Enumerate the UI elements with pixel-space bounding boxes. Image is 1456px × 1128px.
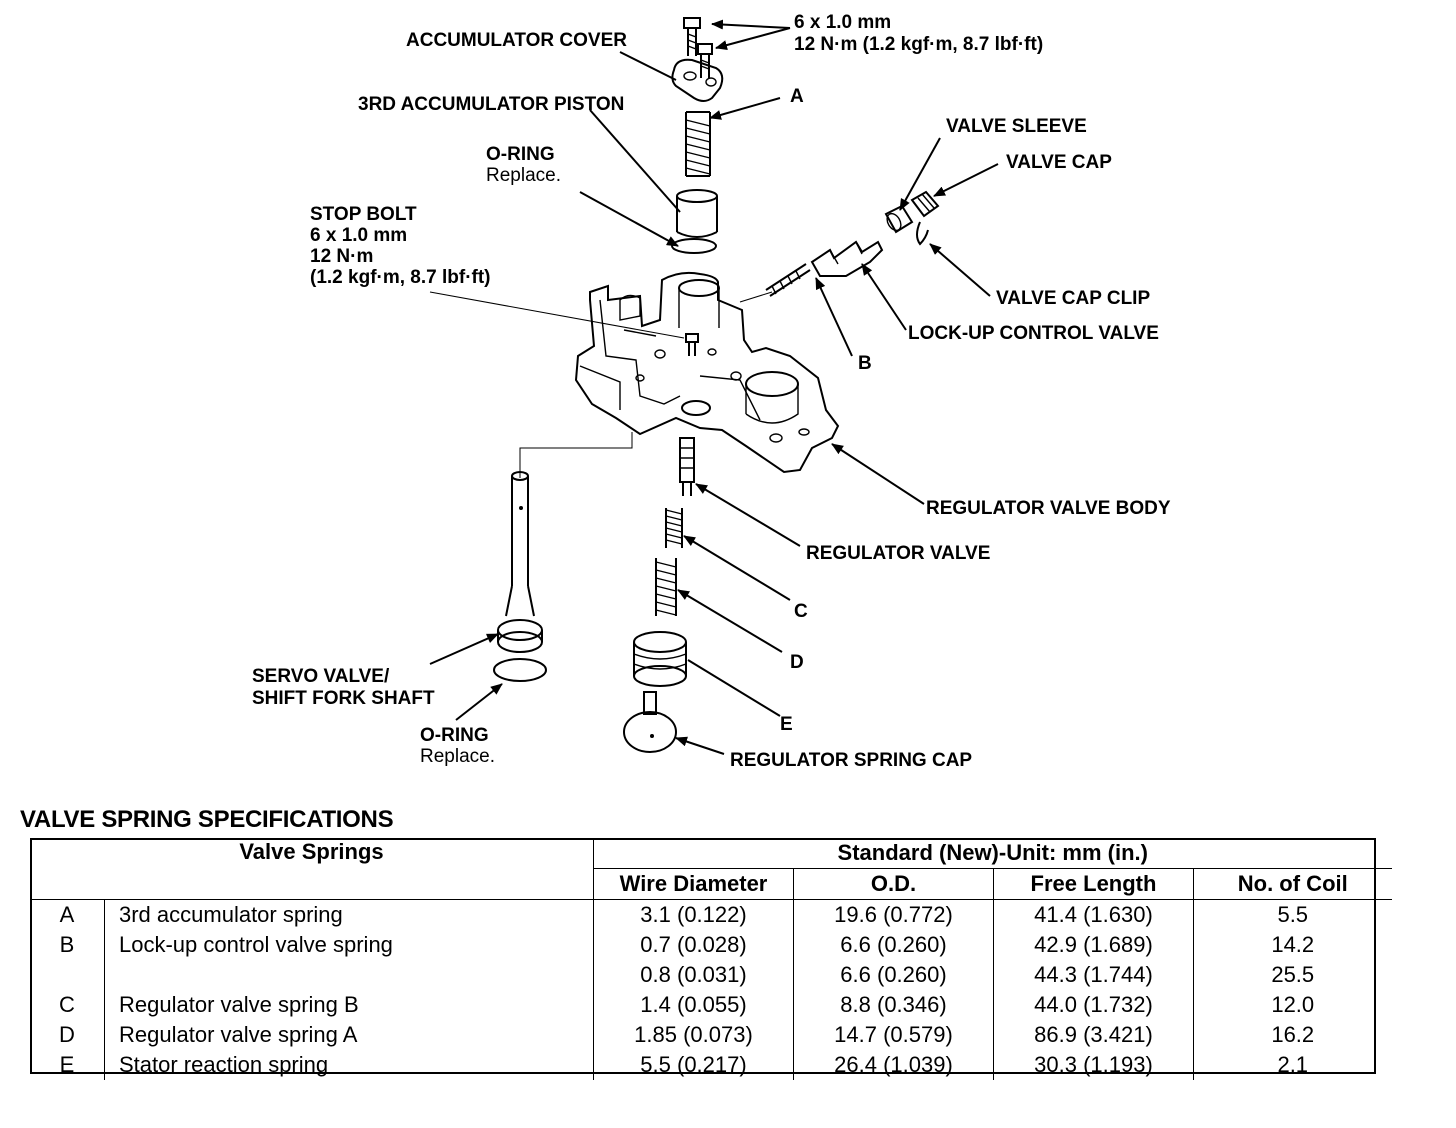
- table-row: 0.8 (0.031) 6.6 (0.260) 44.3 (1.744) 25.…: [30, 960, 1392, 990]
- row-od: 6.6 (0.260): [793, 930, 994, 960]
- spec-table-title: VALVE SPRING SPECIFICATIONS: [20, 806, 394, 833]
- row-coil: 12.0: [1271, 992, 1315, 1017]
- row-free: 42.9 (1.689): [993, 930, 1194, 960]
- header-wire-diameter: Wire Diameter: [593, 868, 794, 900]
- label-stop-bolt-torque-alt: (1.2 kgf·m, 8.7 lbf·ft): [310, 267, 491, 288]
- valve-cap-clip: [916, 221, 929, 246]
- row-name: Regulator valve spring B: [104, 990, 594, 1020]
- row-free: 41.4 (1.630): [993, 899, 1194, 930]
- bolt-spec-line1: 6 x 1.0 mm: [794, 12, 891, 33]
- label-stop-bolt-torque: 12 N·m: [310, 246, 373, 267]
- row-od: 8.8 (0.346): [793, 990, 994, 1020]
- header-od: O.D.: [793, 868, 994, 900]
- row-coil: 5.5: [1277, 902, 1309, 927]
- table-row: A 3rd accumulator spring 3.1 (0.122) 19.…: [30, 899, 1392, 930]
- row-od: 14.7 (0.579): [793, 1020, 994, 1050]
- row-wire: 1.85 (0.073): [593, 1020, 794, 1050]
- regulator-valve-body: [574, 271, 840, 474]
- label-valve-cap: VALVE CAP: [1006, 152, 1112, 173]
- row-coil: 14.2: [1271, 932, 1315, 957]
- third-accumulator-piston: [676, 189, 718, 238]
- cover-bolts: [683, 17, 713, 78]
- stop-bolt: [685, 333, 699, 356]
- regulator-valve: [679, 437, 695, 496]
- label-e: E: [780, 714, 793, 735]
- header-standard: Standard (New)-Unit: mm (in.): [593, 838, 1392, 869]
- row-coil: 16.2: [1271, 1022, 1315, 1047]
- label-3rd-accumulator-piston: 3RD ACCUMULATOR PISTON: [358, 94, 624, 115]
- spring-b: [765, 263, 811, 297]
- row-wire: 3.1 (0.122): [593, 899, 794, 930]
- valve-spring-spec-table: Valve Springs Standard (New)-Unit: mm (i…: [30, 838, 1392, 1080]
- spring-e: [633, 631, 687, 687]
- row-free: 44.0 (1.732): [993, 990, 1194, 1020]
- o-ring-bottom: [493, 658, 547, 682]
- row-od: 19.6 (0.772): [793, 899, 994, 930]
- label-regulator-valve: REGULATOR VALVE: [806, 543, 990, 564]
- row-wire: 1.4 (0.055): [593, 990, 794, 1020]
- row-name: Regulator valve spring A: [104, 1020, 594, 1050]
- row-coil: 2.1: [1277, 1052, 1309, 1077]
- label-valve-cap-clip: VALVE CAP CLIP: [996, 288, 1150, 309]
- table-row: C Regulator valve spring B 1.4 (0.055) 8…: [30, 990, 1392, 1020]
- label-servo-valve-line2: SHIFT FORK SHAFT: [252, 688, 435, 709]
- label-regulator-spring-cap: REGULATOR SPRING CAP: [730, 750, 972, 771]
- row-name: 3rd accumulator spring: [104, 899, 594, 930]
- exploded-parts-diagram: 6 x 1.0 mm 12 N·m (1.2 kgf·m, 8.7 lbf·ft…: [252, 12, 1171, 771]
- row-wire: 5.5 (0.217): [593, 1050, 794, 1080]
- label-stop-bolt-size: 6 x 1.0 mm: [310, 225, 407, 246]
- header-valve-springs: Valve Springs: [30, 838, 594, 900]
- leader-lines: [429, 19, 999, 755]
- table-row: D Regulator valve spring A 1.85 (0.073) …: [30, 1020, 1392, 1050]
- table-row: B Lock-up control valve spring 0.7 (0.02…: [30, 930, 1392, 960]
- bolt-spec-line2: 12 N·m (1.2 kgf·m, 8.7 lbf·ft): [794, 34, 1043, 55]
- row-name: [104, 960, 594, 990]
- row-free: 86.9 (3.421): [993, 1020, 1194, 1050]
- row-letter: B: [30, 930, 105, 960]
- header-free-length: Free Length: [993, 868, 1194, 900]
- header-no-of-coil: No. of Coil: [1193, 868, 1392, 900]
- label-accumulator-cover: ACCUMULATOR COVER: [406, 30, 627, 51]
- row-free: 44.3 (1.744): [993, 960, 1194, 990]
- label-b: B: [858, 353, 872, 374]
- label-valve-sleeve: VALVE SLEEVE: [946, 116, 1087, 137]
- row-name: Lock-up control valve spring: [104, 930, 594, 960]
- row-od: 26.4 (1.039): [793, 1050, 994, 1080]
- valve-sleeve: [884, 204, 914, 234]
- label-o-ring-top-note: Replace.: [486, 165, 561, 186]
- label-regulator-valve-body: REGULATOR VALVE BODY: [926, 498, 1171, 519]
- lock-up-control-valve: [810, 240, 884, 277]
- o-ring-top: [671, 238, 717, 254]
- row-wire: 0.8 (0.031): [593, 960, 794, 990]
- row-letter: A: [30, 899, 105, 930]
- spring-c: [665, 508, 683, 548]
- row-wire: 0.7 (0.028): [593, 930, 794, 960]
- servo-valve-shift-fork-shaft: [497, 432, 633, 653]
- label-o-ring-top: O-RING: [486, 144, 555, 165]
- row-name: Stator reaction spring: [104, 1050, 594, 1080]
- row-free: 30.3 (1.193): [993, 1050, 1194, 1080]
- regulator-spring-cap: [623, 691, 677, 753]
- label-o-ring-bottom: O-RING: [420, 725, 489, 746]
- row-letter: D: [30, 1020, 105, 1050]
- spring-a: [685, 111, 711, 177]
- row-od: 6.6 (0.260): [793, 960, 994, 990]
- accumulator-cover: [671, 58, 724, 102]
- label-d: D: [790, 652, 804, 673]
- table-row: E Stator reaction spring 5.5 (0.217) 26.…: [30, 1050, 1392, 1080]
- label-stop-bolt: STOP BOLT: [310, 204, 417, 225]
- label-o-ring-bottom-note: Replace.: [420, 746, 495, 767]
- spring-d: [655, 558, 677, 616]
- label-c: C: [794, 601, 808, 622]
- label-a: A: [790, 86, 804, 107]
- row-letter: C: [30, 990, 105, 1020]
- label-lock-up-control-valve: LOCK-UP CONTROL VALVE: [908, 323, 1159, 344]
- valve-cap: [910, 190, 940, 218]
- row-letter: [30, 960, 105, 990]
- row-coil: 25.5: [1271, 962, 1315, 987]
- row-letter: E: [30, 1050, 105, 1080]
- label-servo-valve-line1: SERVO VALVE/: [252, 666, 390, 687]
